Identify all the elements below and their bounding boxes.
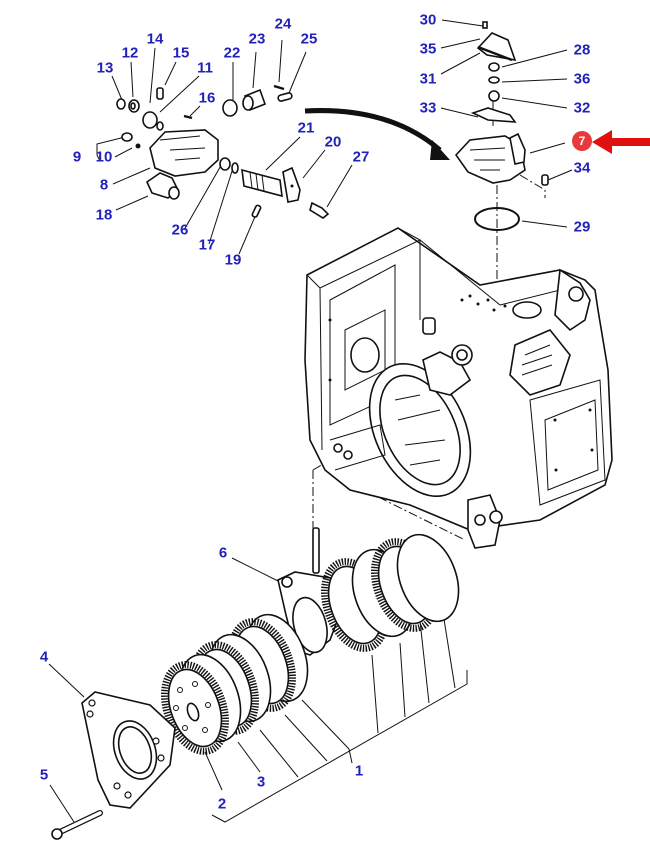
part-10-ball (135, 143, 141, 149)
callout-24[interactable]: 24 (274, 15, 292, 33)
part-21-spool (241, 168, 283, 198)
part-17-oring (231, 162, 239, 174)
part-9-fitting (121, 132, 133, 142)
part-6-stud (312, 527, 320, 574)
leader-lines (48, 19, 573, 823)
part-35-cover (476, 32, 517, 62)
part-36-washer (488, 76, 500, 84)
part-8-valve-body (149, 129, 219, 177)
callout-30[interactable]: 30 (419, 11, 437, 29)
callout-5[interactable]: 5 (39, 766, 49, 784)
callout-12[interactable]: 12 (121, 44, 139, 62)
callout-31[interactable]: 31 (419, 70, 437, 88)
brake-pack (51, 527, 460, 840)
part-13-oring (116, 98, 126, 110)
highlight-arrow-icon (592, 130, 650, 154)
callout-3[interactable]: 3 (256, 773, 266, 791)
callout-27[interactable]: 27 (352, 148, 370, 166)
callout-19[interactable]: 19 (224, 251, 242, 269)
part-25-pin (277, 92, 293, 102)
callout-9[interactable]: 9 (72, 148, 82, 166)
callout-21[interactable]: 21 (297, 119, 315, 137)
callout-32[interactable]: 32 (573, 99, 591, 117)
part-28-nut (488, 62, 500, 72)
part-14-bushing (142, 111, 158, 129)
part-19-pin (251, 204, 262, 218)
callout-16[interactable]: 16 (198, 89, 216, 107)
part-34-bolt (541, 174, 549, 186)
transfer-arrow (304, 108, 450, 160)
callout-8[interactable]: 8 (99, 176, 109, 194)
callout-2[interactable]: 2 (217, 795, 227, 813)
part-16-pin (183, 114, 193, 120)
callout-36[interactable]: 36 (573, 70, 591, 88)
part-26-ring (219, 157, 231, 171)
callout-34[interactable]: 34 (573, 159, 591, 177)
callout-20[interactable]: 20 (324, 133, 342, 151)
part-11-oring (156, 121, 164, 131)
part-22-oring (222, 99, 238, 117)
callout-1[interactable]: 1 (354, 762, 364, 780)
callout-7-highlight-badge[interactable]: 7 (572, 131, 592, 151)
part-30-screw (482, 21, 488, 29)
callout-11[interactable]: 11 (197, 59, 213, 77)
part-24-pin (273, 84, 285, 91)
callout-26[interactable]: 26 (171, 221, 189, 239)
callout-22[interactable]: 22 (223, 44, 241, 62)
callout-23[interactable]: 23 (248, 30, 266, 48)
callout-18[interactable]: 18 (95, 206, 113, 224)
callout-33[interactable]: 33 (419, 99, 437, 117)
callout-35[interactable]: 35 (419, 40, 437, 58)
part-32-seal (488, 90, 500, 102)
callout-25[interactable]: 25 (300, 30, 318, 48)
callout-28[interactable]: 28 (573, 41, 591, 59)
right-subassembly (454, 21, 549, 231)
callout-10[interactable]: 10 (95, 148, 113, 166)
callout-4[interactable]: 4 (39, 648, 49, 666)
part-33-gasket (470, 107, 517, 123)
part-15-plug (156, 87, 164, 100)
callout-13[interactable]: 13 (96, 59, 114, 77)
part-5-bolt-head (51, 828, 63, 840)
part-27-pin (309, 201, 330, 219)
left-subassembly (116, 84, 330, 219)
callout-29[interactable]: 29 (573, 218, 591, 236)
callout-15[interactable]: 15 (172, 44, 190, 62)
callout-6[interactable]: 6 (218, 544, 228, 562)
part-31-gasket (477, 45, 513, 62)
part-29-oring (474, 207, 520, 231)
callout-14[interactable]: 14 (146, 30, 164, 48)
callout-17[interactable]: 17 (198, 236, 216, 254)
transmission-housing (304, 227, 613, 549)
